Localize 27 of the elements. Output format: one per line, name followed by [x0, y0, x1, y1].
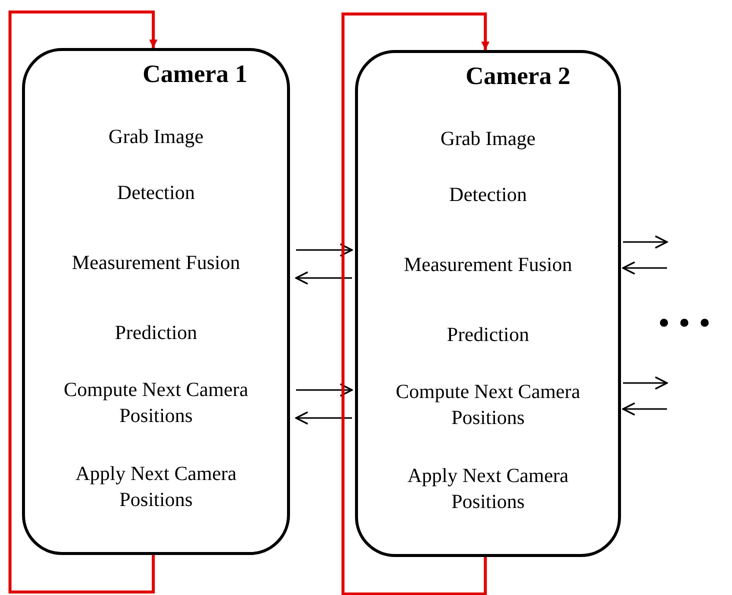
arrow [623, 235, 668, 249]
box-title: Camera 1 [142, 61, 248, 89]
step-label: Apply Next Camera Positions [355, 455, 621, 523]
arrow [296, 243, 353, 257]
arrow [622, 261, 667, 275]
camera-box [22, 48, 290, 555]
arrow [623, 376, 668, 390]
arrow [295, 271, 352, 285]
step-label: Prediction [355, 314, 621, 356]
box-title: Camera 2 [464, 63, 572, 91]
step-label: Compute Next Camera Positions [355, 371, 621, 439]
step-label: Grab Image [355, 118, 621, 160]
feedback-loop-arrow [342, 12, 490, 595]
step-label: Detection [355, 174, 621, 216]
arrow [296, 383, 353, 397]
step-label: Measurement Fusion [22, 242, 290, 284]
continuation-dots: • • • [658, 305, 711, 343]
step-label: Grab Image [22, 116, 290, 158]
step-label: Detection [22, 172, 290, 214]
camera-box [355, 50, 621, 557]
step-label: Compute Next Camera Positions [22, 369, 290, 437]
feedback-loop-arrow [8, 10, 158, 594]
arrow [295, 411, 352, 425]
arrow [622, 402, 667, 416]
step-label: Apply Next Camera Positions [22, 453, 290, 521]
step-label: Prediction [22, 312, 290, 354]
step-label: Measurement Fusion [355, 244, 621, 286]
